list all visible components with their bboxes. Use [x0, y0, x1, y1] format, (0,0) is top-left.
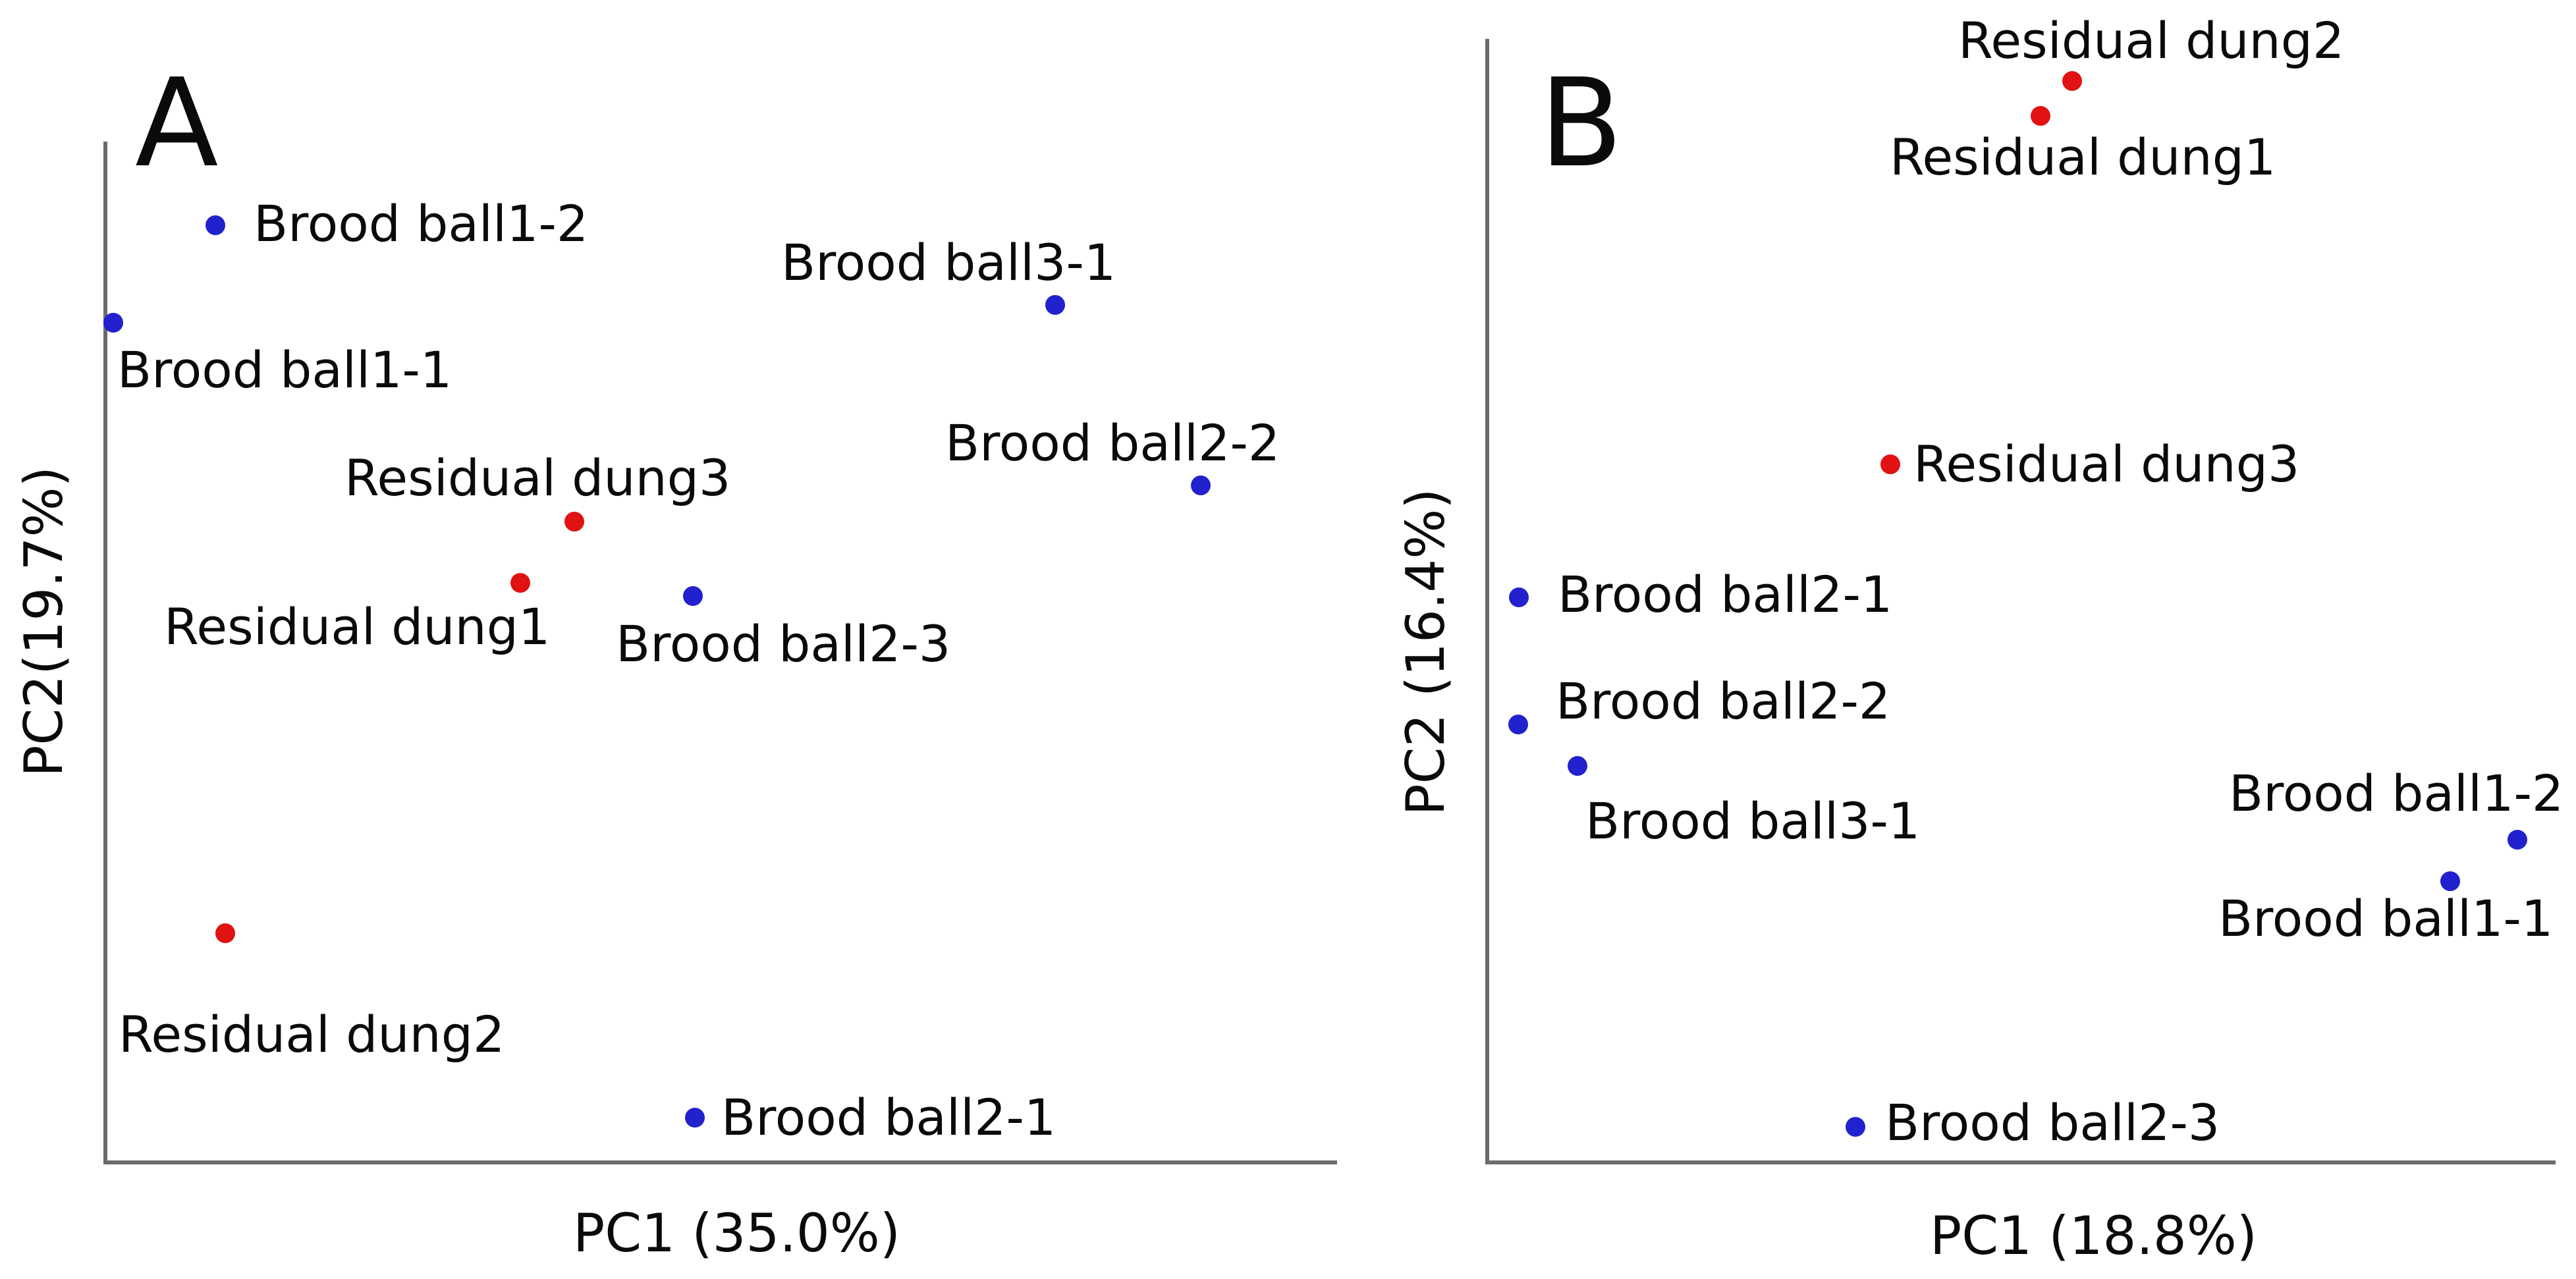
data-point-dot: [1509, 587, 1529, 607]
data-point-dot: [564, 512, 584, 531]
data-point-label: Brood ball1-2: [254, 194, 589, 253]
data-point-label: Residual dung3: [344, 449, 731, 507]
x-axis-line-b: [1485, 1160, 2556, 1164]
data-point-dot: [510, 573, 530, 593]
data-point-label: Brood ball2-1: [721, 1088, 1056, 1147]
data-point-label: Brood ball2-2: [945, 414, 1280, 472]
y-axis-line-b: [1485, 39, 1489, 1164]
data-point-dot: [2507, 830, 2527, 850]
data-point-dot: [103, 313, 123, 333]
data-point-dot: [1045, 295, 1065, 315]
data-point-dot: [1191, 476, 1211, 495]
data-point-label: Residual dung2: [119, 1005, 505, 1064]
y-axis-title-b: PC2 (16.4%): [1395, 488, 1456, 816]
data-point-label: Residual dung2: [1958, 11, 2345, 70]
data-point-label: Brood ball1-1: [2218, 889, 2554, 948]
x-axis-line-a: [103, 1160, 1337, 1164]
y-axis-line-a: [103, 142, 107, 1164]
data-point-label: Residual dung3: [1913, 435, 2300, 493]
x-axis-title-b: PC1 (18.8%): [1930, 1205, 2257, 1266]
data-point-label: Brood ball3-1: [1585, 792, 1921, 850]
data-point-dot: [1568, 756, 1587, 776]
data-point-label: Brood ball2-3: [1885, 1093, 2220, 1152]
data-point-label: Brood ball2-1: [1558, 565, 1893, 624]
data-point-label: Residual dung1: [164, 597, 551, 656]
data-point-dot: [2031, 106, 2050, 126]
panel-letter-a: A: [135, 52, 219, 194]
data-point-dot: [2440, 871, 2460, 891]
data-point-dot: [215, 923, 235, 943]
data-point-dot: [1508, 715, 1528, 734]
data-point-label: Residual dung1: [1890, 128, 2276, 186]
data-point-label: Brood ball1-1: [117, 340, 452, 399]
x-axis-title-a: PC1 (35.0%): [573, 1203, 900, 1264]
data-point-dot: [685, 1108, 705, 1128]
data-point-dot: [1880, 454, 1900, 474]
data-point-dot: [683, 586, 703, 606]
data-point-label: Brood ball2-3: [616, 614, 951, 673]
data-point-label: Brood ball1-2: [2229, 764, 2564, 823]
data-point-dot: [1846, 1117, 1865, 1137]
data-point-label: Brood ball3-1: [781, 233, 1116, 292]
data-point-label: Brood ball2-2: [1556, 672, 1891, 730]
data-point-dot: [206, 215, 225, 235]
panel-letter-b: B: [1539, 52, 1623, 194]
data-point-dot: [2062, 71, 2082, 91]
